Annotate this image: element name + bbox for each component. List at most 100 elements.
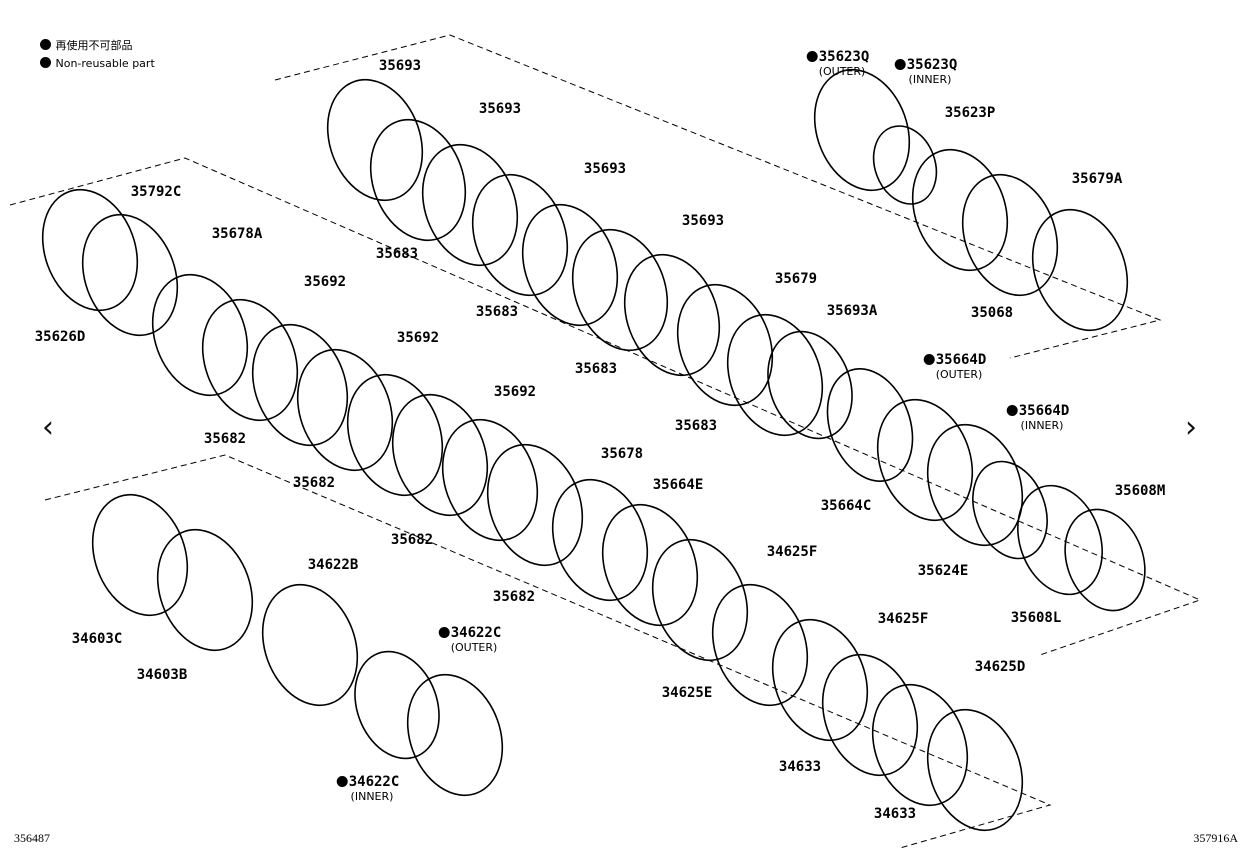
- part-number: 35664C: [820, 498, 872, 514]
- part-label-35693[interactable]: 35693: [682, 213, 724, 229]
- clutch-ring-part: [151, 273, 249, 397]
- clutch-ring-part: [406, 673, 504, 797]
- non-reusable-bullet-icon: [336, 776, 348, 787]
- part-number: 35693: [478, 101, 522, 117]
- part-label-34603C[interactable]: 34603C: [72, 631, 123, 647]
- clutch-ring-part: [201, 298, 299, 422]
- clutch-ring-part: [876, 398, 974, 522]
- part-label-35626D[interactable]: 35626D: [35, 329, 86, 345]
- part-number: 35683: [674, 418, 718, 434]
- part-label-35693[interactable]: 35693: [379, 58, 421, 74]
- clutch-ring-part: [471, 173, 569, 297]
- clutch-ring-part: [1064, 508, 1146, 612]
- clutch-ring-part: [1017, 484, 1103, 596]
- part-number: 35693A: [826, 303, 878, 319]
- clutch-ring-part: [41, 188, 139, 312]
- part-number: 35608M: [1114, 483, 1166, 499]
- part-label-35683[interactable]: 35683: [575, 361, 617, 377]
- part-number: 34622C: [348, 774, 400, 790]
- part-number: 35068: [970, 305, 1014, 321]
- part-label-35608L[interactable]: 35608L: [1011, 610, 1062, 626]
- part-label-35682[interactable]: 35682: [293, 475, 335, 491]
- part-label-35693[interactable]: 35693: [479, 101, 521, 117]
- part-number: 35692: [303, 274, 347, 290]
- part-number: 34603B: [136, 667, 188, 683]
- qualifier-inner: (INNER): [350, 790, 394, 803]
- part-label-35623Q[interactable]: 35623Q: [894, 57, 957, 73]
- part-number: 34633: [873, 806, 917, 822]
- part-label-35692[interactable]: 35692: [304, 274, 346, 290]
- part-label-34625E[interactable]: 34625E: [662, 685, 713, 701]
- part-number: 34622C: [450, 625, 502, 641]
- clutch-ring-part: [81, 213, 179, 337]
- part-label-34622C[interactable]: 34622C: [336, 774, 400, 790]
- qualifier-inner: (INNER): [1020, 419, 1064, 432]
- non-reusable-bullet-icon: [894, 59, 906, 70]
- bullet-icon: [40, 57, 51, 68]
- clutch-ring-part: [156, 528, 254, 652]
- part-label-35682[interactable]: 35682: [493, 589, 535, 605]
- part-label-35693[interactable]: 35693: [584, 161, 626, 177]
- part-label-35792C[interactable]: 35792C: [131, 184, 182, 200]
- clutch-ring-part: [551, 478, 649, 602]
- qualifier-outer: (OUTER): [818, 65, 866, 78]
- part-label-34622B[interactable]: 34622B: [308, 557, 359, 573]
- clutch-ring-part: [961, 173, 1059, 297]
- part-label-34622C[interactable]: 34622C: [438, 625, 502, 641]
- group-outline-bottom: [44, 454, 1052, 849]
- part-label-35683[interactable]: 35683: [476, 304, 518, 320]
- part-label-35623Q[interactable]: 35623Q: [806, 49, 870, 65]
- figure-id-right: 357916A: [1193, 831, 1238, 845]
- part-label-35683[interactable]: 35683: [376, 246, 418, 262]
- clutch-ring-part: [711, 583, 809, 707]
- part-label-35683[interactable]: 35683: [675, 418, 717, 434]
- part-number: 34625F: [877, 611, 929, 627]
- part-label-35693A[interactable]: 35693A: [827, 303, 878, 319]
- clutch-ring-part: [326, 78, 424, 202]
- part-label-35608M[interactable]: 35608M: [1115, 483, 1166, 499]
- part-label-35679A[interactable]: 35679A: [1072, 171, 1123, 187]
- part-number: 34603C: [71, 631, 123, 647]
- legend-jp-text: 再使用不可部品: [55, 39, 133, 52]
- clutch-ring-part: [91, 493, 189, 617]
- part-label-35664C[interactable]: 35664C: [821, 498, 872, 514]
- clutch-ring-part: [571, 228, 669, 352]
- clutch-ring-part: [972, 460, 1048, 560]
- clutch-ring-part: [521, 203, 619, 327]
- part-label-35692[interactable]: 35692: [397, 330, 439, 346]
- clutch-ring-part: [926, 708, 1024, 832]
- clutch-ring-part: [821, 653, 919, 777]
- part-label-35664E[interactable]: 35664E: [653, 477, 704, 493]
- part-label-35664D[interactable]: 35664D: [923, 352, 986, 368]
- part-label-35682[interactable]: 35682: [391, 532, 433, 548]
- part-number: 35692: [493, 384, 537, 400]
- part-label-35682[interactable]: 35682: [204, 431, 246, 447]
- part-label-34633[interactable]: 34633: [874, 806, 916, 822]
- part-label-35664D[interactable]: 35664D: [1006, 403, 1069, 419]
- part-label-35679[interactable]: 35679: [775, 271, 817, 287]
- part-label-35623P[interactable]: 35623P: [945, 105, 996, 121]
- part-label-34625D[interactable]: 34625D: [975, 659, 1026, 675]
- part-number: 35623Q: [818, 49, 870, 65]
- part-number: 35679A: [1071, 171, 1123, 187]
- clutch-ring-part: [623, 253, 721, 377]
- clutch-ring-part: [296, 348, 394, 472]
- group-outline-top: [274, 34, 1162, 359]
- part-label-35678A[interactable]: 35678A: [212, 226, 263, 242]
- part-label-35692[interactable]: 35692: [494, 384, 536, 400]
- part-label-35068[interactable]: 35068: [971, 305, 1013, 321]
- qualifier-outer: (OUTER): [450, 641, 498, 654]
- part-label-34625F[interactable]: 34625F: [878, 611, 929, 627]
- part-label-35624E[interactable]: 35624E: [918, 563, 969, 579]
- prev-arrow-icon[interactable]: ‹: [42, 410, 54, 445]
- part-label-34633[interactable]: 34633: [779, 759, 821, 775]
- part-label-35678[interactable]: 35678: [601, 446, 643, 462]
- part-label-34603B[interactable]: 34603B: [137, 667, 188, 683]
- part-number: 35683: [375, 246, 419, 262]
- qualifier-inner: (INNER): [908, 73, 952, 86]
- clutch-ring-part: [369, 118, 467, 242]
- part-label-34625F[interactable]: 34625F: [767, 544, 818, 560]
- non-reusable-bullet-icon: [923, 354, 935, 365]
- next-arrow-icon[interactable]: ›: [1185, 410, 1197, 445]
- part-number: 35683: [574, 361, 618, 377]
